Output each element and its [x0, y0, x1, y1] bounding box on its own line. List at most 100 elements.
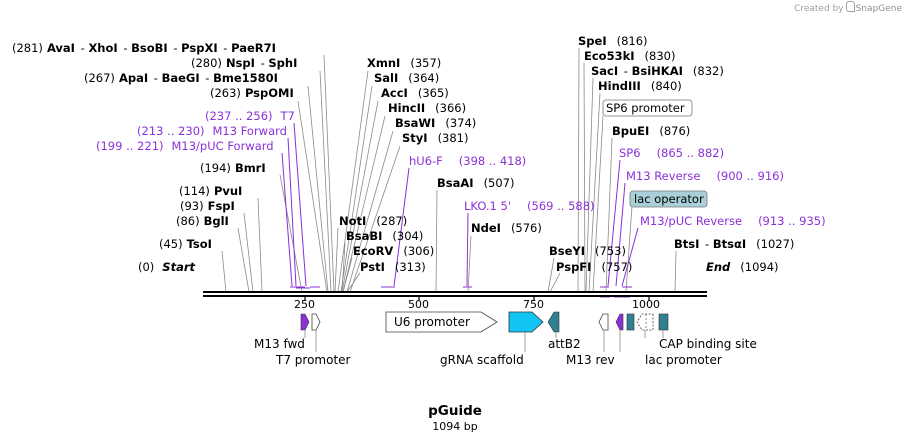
u6-promoter-label: U6 promoter: [394, 315, 470, 329]
enzyme-name: Bme1580I: [213, 71, 278, 85]
connector-acci: [341, 100, 379, 293]
svg-text:StyI(381): StyI(381): [402, 131, 469, 145]
connector-xmni: [337, 70, 369, 293]
enzyme-labels-right: SpeI(816) Eco53kI(830) SacI - BsiHKAI(83…: [549, 34, 794, 274]
enzyme-name: AccI: [381, 86, 408, 100]
primer-line-m13puc-fwd: [281, 152, 293, 287]
connector-pspomi: [297, 100, 328, 293]
connector-tsoi: [221, 250, 227, 293]
svg-text:HincII(366): HincII(366): [388, 101, 466, 115]
enzyme-name: PspFI: [556, 260, 591, 274]
enzyme-pos: (45): [159, 237, 183, 251]
svg-text:(194)BmrI: (194)BmrI: [200, 161, 266, 175]
m13-fwd-arrow-icon: [300, 313, 310, 331]
credit-text: Created by SnapGene: [794, 1, 902, 14]
svg-text:HindIII(840): HindIII(840): [598, 79, 682, 93]
svg-text:Eco53kI(830): Eco53kI(830): [584, 49, 675, 63]
connector-bsawi: [346, 130, 394, 293]
grna-scaffold-arrow-icon: [508, 311, 544, 333]
enzyme-pos: (381): [438, 131, 469, 145]
connector-apai: [307, 85, 329, 293]
enzyme-name: BtsI: [674, 237, 699, 251]
enzyme-name: BsaWI: [395, 116, 435, 130]
enzyme-pos: (357): [410, 56, 441, 70]
enzyme-name: SphI: [268, 56, 297, 70]
svg-text:SP6(865 .. 882): SP6(865 .. 882): [619, 146, 724, 160]
enzyme-pos: (816): [617, 34, 648, 48]
primer-line-t7: [293, 122, 307, 287]
enzyme-name: BsaBI: [346, 229, 382, 243]
enzyme-pos: (86): [176, 214, 200, 228]
enzyme-pos: (757): [601, 260, 632, 274]
lac-operator-box-icon: [626, 313, 635, 331]
enzyme-name: BtsαI: [713, 237, 746, 251]
enzyme-pos: (365): [418, 86, 449, 100]
connector-styi: [349, 145, 401, 293]
snapgene-logo-icon: [845, 1, 855, 12]
enzyme-pos: (366): [435, 101, 466, 115]
primer-name: hU6-F: [409, 154, 443, 168]
plasmid-name: pGuide: [428, 403, 482, 419]
svg-text:(0)Start: (0)Start: [138, 260, 196, 274]
enzyme-name: PvuI: [214, 184, 242, 198]
enzyme-name: BseYI: [549, 244, 585, 258]
enzyme-pos: (1094): [740, 260, 778, 274]
primer-range: (569 .. 588): [527, 199, 595, 213]
enzyme-pos: (840): [651, 79, 682, 93]
feature-label-m13-fwd: M13 fwd: [254, 337, 305, 351]
feature-label-t7-promoter: T7 promoter: [275, 353, 351, 367]
enzyme-name: ApaI: [119, 71, 148, 85]
connector-eco53ki: [583, 62, 586, 293]
enzyme-pos: (753): [595, 244, 626, 258]
svg-text:BpuEI(876): BpuEI(876): [612, 124, 690, 138]
start-label: Start: [162, 260, 195, 274]
connector-sali: [340, 85, 373, 293]
connector-ecorv: [342, 257, 353, 293]
primer-line-sp6: [607, 159, 621, 287]
enzyme-name: SacI: [591, 64, 618, 78]
ruler-label: 1000: [632, 298, 660, 311]
primer-line-hu6: [393, 167, 410, 287]
enzyme-pos: (194): [200, 161, 231, 175]
credit-brand: SnapGene: [855, 4, 902, 14]
connector-sp6-promoter: [592, 115, 604, 293]
primer-labels: (237 .. 256)T7 (213 .. 230)M13 Forward (…: [96, 109, 826, 228]
primer-range: (199 .. 221): [96, 139, 164, 153]
connector-lac-operator: [625, 205, 633, 293]
primer-line-lko: [466, 212, 469, 287]
credit-prefix: Created by: [794, 4, 844, 14]
connector-bseyi: [547, 257, 555, 293]
cap-binding-site-icon: [658, 313, 669, 331]
feature-label-cap-binding-site: CAP binding site: [659, 337, 757, 351]
lac-promoter-arrow-icon: [636, 313, 654, 331]
ruler-label: 250: [294, 298, 315, 311]
feature-labels: M13 fwd T7 promoter gRNA scaffold attB2 …: [254, 337, 757, 367]
svg-text:hU6-F(398 .. 418): hU6-F(398 .. 418): [409, 154, 526, 168]
primer-line-m13puc-rev: [621, 227, 639, 287]
connector-noti: [334, 227, 339, 293]
primer-ticks-left: [290, 286, 320, 289]
svg-text:(280)NspI - SphI: (280)NspI - SphI: [191, 56, 297, 70]
svg-text:NdeI(576): NdeI(576): [471, 221, 542, 235]
svg-text:(199 .. 221)M13/pUC Forward: (199 .. 221)M13/pUC Forward: [96, 139, 274, 153]
enzyme-name: BaeGI: [162, 71, 200, 85]
svg-text:BsaAI(507): BsaAI(507): [437, 176, 515, 190]
svg-text:BseYI(753): BseYI (753): [549, 244, 626, 258]
connector-bsabi: [341, 242, 346, 293]
primer-range: (237 .. 256): [205, 109, 273, 123]
primer-name: M13 Reverse: [626, 169, 700, 183]
svg-text:SacI - BsiHKAI(832): SacI - BsiHKAI(832): [591, 64, 724, 78]
plasmid-length: 1094 bp: [432, 420, 477, 433]
svg-text:BtsI - BtsαI(1027): BtsI - BtsαI(1027): [674, 237, 794, 251]
svg-text:(86)BglI: (86)BglI: [176, 214, 229, 228]
sp6-promoter-label: SP6 promoter: [606, 101, 685, 115]
primer-range: (900 .. 916): [716, 169, 784, 183]
enzyme-pos: (287): [376, 214, 407, 228]
primer-name: M13 Forward: [213, 124, 287, 138]
svg-text:(263)PspOMI: (263)PspOMI: [210, 86, 294, 100]
enzyme-name: BsiHKAI: [632, 64, 683, 78]
svg-text:BsaBI(304): BsaBI(304): [346, 229, 423, 243]
enzyme-name: BsaAI: [437, 176, 474, 190]
svg-text:(213 .. 230)M13 Forward: (213 .. 230)M13 Forward: [137, 124, 287, 138]
connector-hincii: [342, 115, 386, 293]
